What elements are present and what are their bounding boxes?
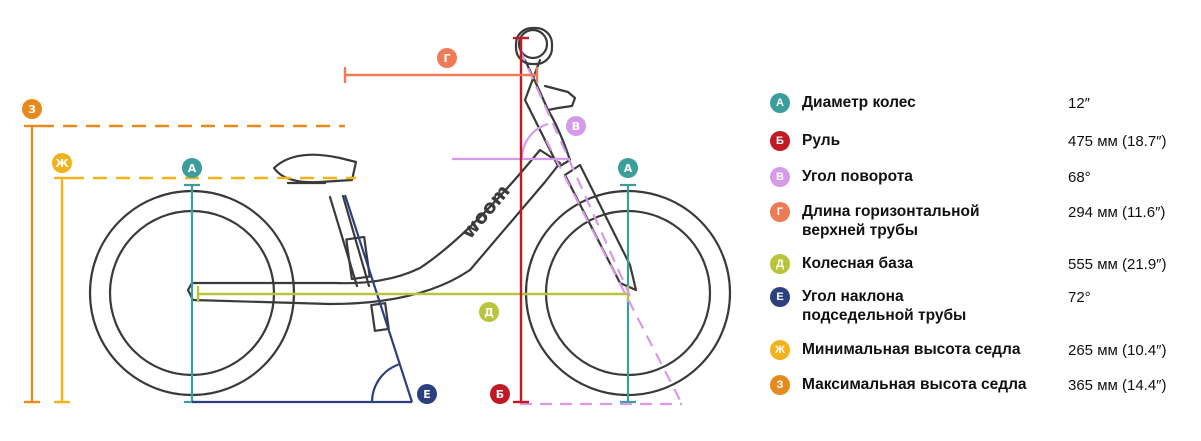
svg-text:Е: Е [423,388,431,401]
svg-text:З: З [28,103,36,116]
legend-label: Длина горизонтальной верхней трубы [802,203,980,239]
svg-text:Б: Б [496,388,504,401]
svg-text:Ж: Ж [55,157,69,170]
diagram-badge-v: В [566,116,586,136]
diagram-badge-zh: Ж [52,153,72,173]
legend-badge: А [770,93,790,113]
diagram-badge-g: Г [437,48,457,68]
legend-badge: Г [770,202,790,222]
legend-badge: В [770,167,790,187]
top-tube-length-dim [343,67,539,83]
diagram-badge-a-front: А [618,158,638,178]
legend-value: 475 мм (18.7″) [1068,133,1167,150]
diagram-badge-a-rear: А [182,158,202,178]
legend-label: Диаметр колес [802,94,916,111]
spec-legend: А Диаметр колес 12″ Б Руль 475 мм (18.7″… [770,0,1195,441]
bike-geometry-diagram: woom [22,26,732,406]
svg-text:А: А [624,162,633,175]
diagram-badge-b: Б [490,384,510,404]
legend-badge: Ж [770,340,790,360]
legend-badge: Д [770,254,790,274]
bike-frame [186,26,638,332]
steering-angle-dim [452,49,683,406]
min-saddle-height-dim [54,176,356,404]
legend-label: Минимальная высота седла [802,341,1021,358]
svg-text:Д: Д [484,306,494,319]
handlebar-height-dim [513,36,529,404]
legend-label: Максимальная высота седла [802,376,1027,393]
seat-tube-angle-dim [192,194,414,404]
legend-badge: З [770,375,790,395]
svg-text:А: А [188,162,197,175]
legend-label: Руль [802,132,841,149]
diagram-badge-d: Д [479,302,499,322]
brand-logo: woom [457,180,515,243]
svg-text:В: В [572,120,580,133]
legend-value: 294 мм (11.6″) [1068,204,1166,221]
diagram-badge-e: Е [417,384,437,404]
legend-label: Угол наклона подседельной трубы [802,288,967,324]
legend-value: 365 мм (14.4″) [1068,377,1167,394]
legend-value: 68° [1068,169,1091,186]
legend-badge: Б [770,131,790,151]
legend-label: Угол поворота [802,168,913,185]
legend-label: Колесная база [802,255,914,272]
legend-value: 555 мм (21.9″) [1068,256,1167,273]
svg-text:Г: Г [443,52,450,65]
legend-value: 72° [1068,289,1091,306]
legend-value: 265 мм (10.4″) [1068,342,1167,359]
wheelbase-dim [196,286,630,302]
max-saddle-height-dim [24,124,345,404]
legend-badge: Е [770,287,790,307]
legend-value: 12″ [1068,95,1090,112]
diagram-badge-z: З [22,99,42,119]
